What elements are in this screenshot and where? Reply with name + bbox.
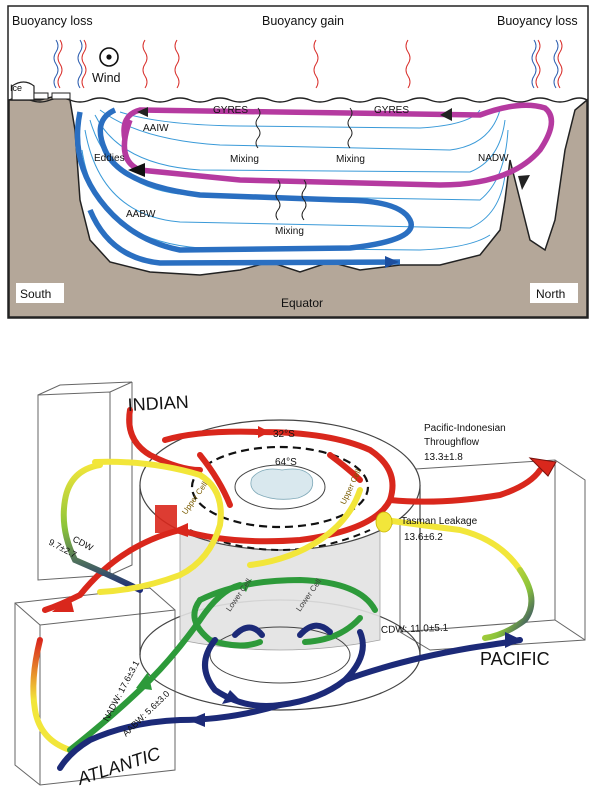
arrow-red-atlantic [52, 596, 74, 612]
antarctica [250, 468, 314, 500]
label-indian: INDIAN [127, 392, 189, 415]
arrow-red-west [170, 523, 188, 537]
sea-surface [8, 97, 588, 103]
label-tasman-value: 13.6±6.2 [404, 532, 443, 543]
label-aabw: AABW: 5.6±3.0 [120, 689, 171, 739]
label-mixing-3: Mixing [275, 226, 304, 237]
atlantic-upper-path [30, 637, 73, 753]
southern-ocean-cylinder [139, 419, 421, 711]
indian-outflow-block [155, 505, 177, 533]
throughflow-arrow [528, 457, 557, 477]
label-tasman-title: Tasman Leakage [401, 516, 478, 527]
wind-icon [99, 47, 119, 67]
arrow-upper-top [137, 107, 148, 117]
top-panel: Buoyancy loss Buoyancy gain Buoyancy los… [7, 5, 589, 319]
arrow-lower-east [385, 256, 399, 268]
tasman-marker [375, 511, 393, 533]
label-buoyancy-loss-right: Buoyancy loss [497, 14, 578, 28]
navy-pathways [57, 622, 523, 771]
arrow-upper-west [440, 108, 452, 121]
arrow-navy-pacific [505, 632, 522, 648]
label-equator: Equator [281, 296, 323, 310]
label-mixing-1: Mixing [230, 154, 259, 165]
red-pathways [42, 407, 543, 613]
green-pathways [67, 576, 378, 753]
label-cdw-pacific: CDW: 11.0±5.1 [381, 623, 449, 636]
pacific-transition-path [482, 567, 535, 641]
label-32s: 32°S [273, 429, 295, 440]
sea-ice-2 [51, 92, 71, 100]
buoyancy-gain-arrows [142, 39, 411, 89]
label-pacific: PACIFIC [480, 649, 550, 669]
label-aaiw: AAIW [143, 123, 169, 134]
south-label-box [16, 283, 64, 303]
label-throughflow-title-2: Throughflow [424, 437, 480, 448]
buoyancy-loss-right-arrows [531, 39, 563, 89]
yellow-pathways [92, 458, 523, 595]
label-64s: 64°S [275, 457, 297, 468]
label-south: South [20, 287, 51, 301]
bottom-panel: INDIAN PACIFIC ATLANTIC 32°S 64°S Pacifi… [14, 381, 586, 789]
mixing-arrows [255, 107, 353, 221]
buoyancy-loss-left-arrows [53, 39, 87, 89]
label-gyres-2: GYRES [374, 105, 409, 116]
label-nadw: NADW [478, 153, 509, 164]
arrow-navy-south [222, 690, 240, 704]
indian-cdw-path [60, 462, 143, 593]
seafloor [8, 94, 588, 318]
label-ice: Ice [10, 83, 22, 93]
lower-cell-loop [74, 107, 414, 253]
label-north: North [536, 287, 565, 301]
label-wind: Wind [92, 71, 121, 85]
arrow-green-top [240, 579, 252, 592]
label-eddies: Eddies [94, 153, 125, 164]
lower-cell-bottom [87, 208, 401, 266]
label-mixing-2: Mixing [336, 154, 365, 165]
label-buoyancy-gain: Buoyancy gain [262, 14, 344, 28]
label-aabw: AABW [126, 209, 156, 220]
arrow-green-nadw [136, 672, 152, 690]
arrow-nadw [518, 175, 530, 190]
label-buoyancy-loss-left: Buoyancy loss [12, 14, 93, 28]
label-throughflow-value: 13.3±1.8 [424, 452, 463, 463]
arrow-eddies [128, 163, 145, 177]
label-atlantic: ATLANTIC [74, 743, 164, 789]
sea-ice-1 [33, 92, 49, 100]
arrow-navy-west [188, 713, 205, 727]
label-throughflow-title-1: Pacific-Indonesian [424, 423, 506, 434]
north-label-box [530, 283, 578, 303]
label-gyres-1: GYRES [213, 105, 248, 116]
arrow-red-east [258, 426, 270, 438]
